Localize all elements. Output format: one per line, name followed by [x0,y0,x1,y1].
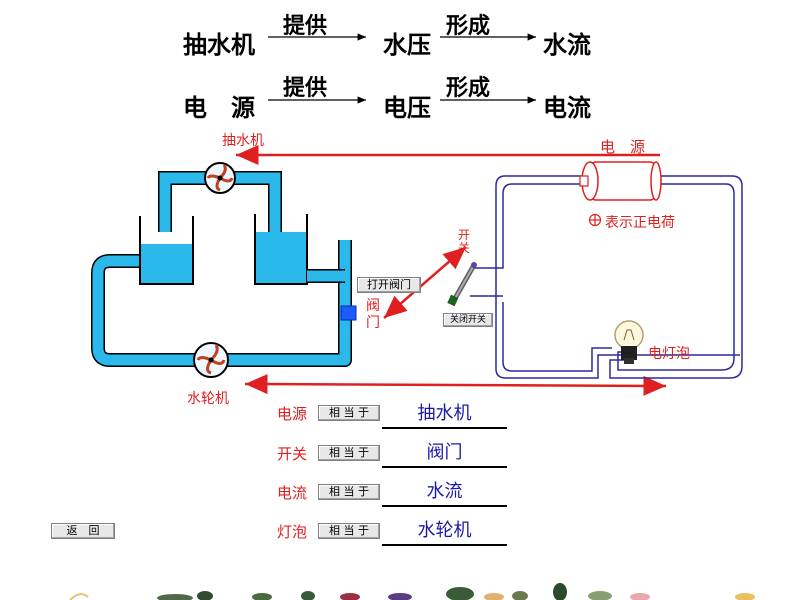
back-button[interactable]: 返 回 [51,523,115,539]
pump-label: 抽水机 [222,133,264,149]
equivalent-button[interactable]: 相 当 于 [318,484,380,500]
bulb-icon [614,320,644,364]
switch-label: 开关 [458,228,471,255]
pump-icon [204,162,236,194]
analogy-term: 灯泡 [277,523,308,541]
eq2-voltage: 电压 [383,94,431,122]
eq1-arrow1-label: 提供 [283,14,328,39]
switch-icon[interactable] [447,262,477,307]
valve-label: 阀门 [366,298,380,331]
close-switch-button[interactable]: 关闭开关 [443,313,493,327]
turbine-bulb-arrow [244,374,667,396]
eq2-source: 电 源 [183,94,255,122]
power-source-icon [579,161,662,201]
analogy-term: 电流 [277,484,308,502]
analogy-answer: 阀门 [382,441,507,468]
eq1-pressure: 水压 [383,31,431,59]
open-valve-button[interactable]: 打开阀门 [357,277,421,293]
eq2-arrow1-label: 提供 [283,76,328,101]
bulb-label: 电灯泡 [648,346,690,362]
equivalent-button[interactable]: 相 当 于 [318,445,380,461]
turbine-icon [193,342,229,378]
analogy-answer: 水流 [382,480,507,507]
charge-note: 表示正电荷 [605,215,675,231]
eq1-pump: 抽水机 [183,31,255,59]
valve[interactable] [340,305,357,321]
eq2-arrow2-label: 形成 [446,76,491,101]
valve-switch-arrow [383,246,467,319]
power-source-label: 电 源 [600,138,646,156]
analogy-answer: 抽水机 [382,402,507,429]
eq1-flow: 水流 [543,31,591,59]
analogy-term: 开关 [277,445,308,463]
water-circuit [91,162,357,378]
equivalent-button[interactable]: 相 当 于 [318,405,380,421]
equivalent-button[interactable]: 相 当 于 [318,523,380,539]
flower-decoration [69,583,755,600]
electric-circuit [447,161,743,379]
turbine-label: 水轮机 [187,391,229,407]
eq1-arrow2-label: 形成 [446,14,491,39]
positive-charge-icon [588,213,602,227]
analogy-answer: 水轮机 [382,519,507,546]
eq2-current: 电流 [543,94,591,122]
analogy-term: 电源 [277,405,308,423]
